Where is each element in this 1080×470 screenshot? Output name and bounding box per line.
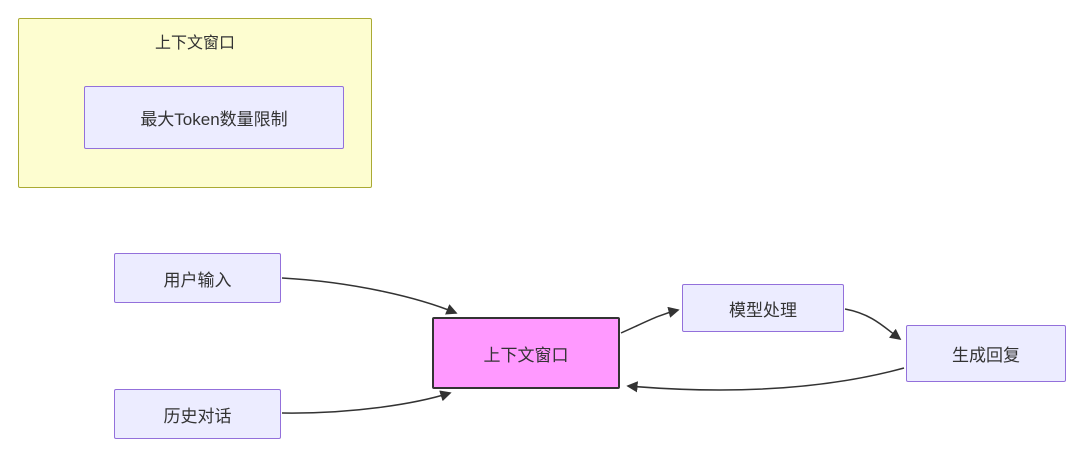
edge-reply-to-context xyxy=(626,367,905,393)
node-generate-reply: 生成回复 xyxy=(906,325,1066,382)
subgraph-context-window: 上下文窗口 最大Token数量限制 xyxy=(18,18,372,188)
node-user-input: 用户输入 xyxy=(114,253,281,303)
node-max-token-limit: 最大Token数量限制 xyxy=(84,86,344,149)
node-context-window: 上下文窗口 xyxy=(432,317,620,389)
node-history-dialogue: 历史对话 xyxy=(114,389,281,439)
subgraph-title: 上下文窗口 xyxy=(154,35,235,52)
edge-history-to-context xyxy=(281,390,452,414)
edge-context-to-model xyxy=(620,306,680,334)
node-model-processing: 模型处理 xyxy=(682,284,844,332)
edge-model-to-reply xyxy=(844,308,902,341)
edge-user-input-to-context xyxy=(281,277,458,315)
